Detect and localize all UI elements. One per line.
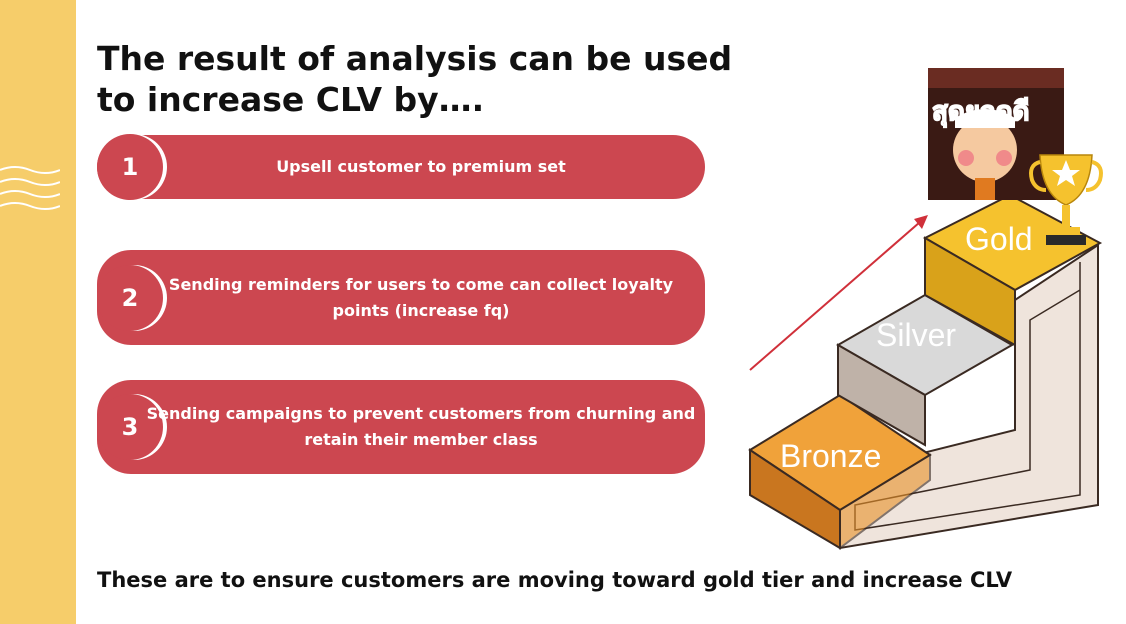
slide-title: The result of analysis can be used to in… bbox=[97, 39, 733, 119]
item-text: Sending campaigns to prevent customers f… bbox=[146, 404, 696, 449]
item-number: 1 bbox=[97, 134, 163, 200]
celebration-sticker-image: สุดยอดดี bbox=[928, 68, 1064, 200]
wave-lines-icon bbox=[0, 166, 60, 210]
list-item: 1 Upsell customer to premium set bbox=[97, 134, 705, 200]
arrow-head-icon bbox=[914, 215, 928, 229]
item-number: 3 bbox=[97, 394, 163, 460]
tier-stairs-illustration: Bronze Silver Gold สุดยอดดี bbox=[748, 68, 1103, 551]
sticker-text: สุดยอดดี bbox=[932, 97, 1029, 128]
upward-arrow-icon bbox=[749, 221, 921, 371]
decorative-side-bar bbox=[0, 0, 76, 624]
list-item: 3 Sending campaigns to prevent customers… bbox=[97, 380, 705, 474]
trophy-icon bbox=[1029, 154, 1103, 245]
list-item: 2 Sending reminders for users to come ca… bbox=[97, 250, 705, 345]
footer-statement: These are to ensure customers are moving… bbox=[97, 568, 1013, 592]
tier-label-gold: Gold bbox=[965, 221, 1033, 257]
tier-label-bronze: Bronze bbox=[780, 438, 881, 474]
item-number: 2 bbox=[97, 264, 163, 331]
item-text: Sending reminders for users to come can … bbox=[168, 274, 674, 320]
item-text: Upsell customer to premium set bbox=[276, 157, 566, 176]
tier-label-silver: Silver bbox=[876, 317, 956, 353]
